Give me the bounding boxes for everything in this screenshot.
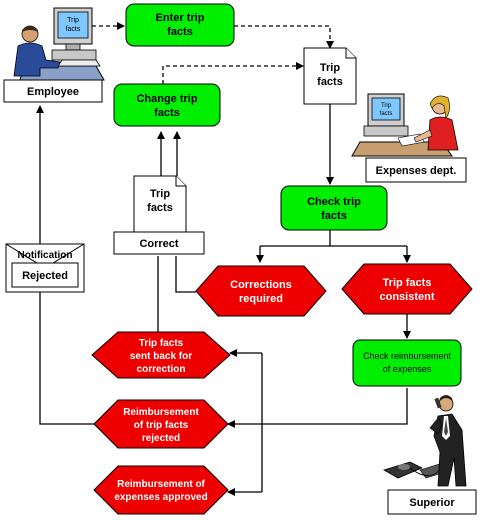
superior-box: Superior [387,489,477,515]
edge-enter-to-doc [234,25,334,49]
sentback-line-3: correction [137,364,186,375]
check-line-1: Check trip [307,196,361,208]
employee-screen-line-2: facts [66,26,81,33]
notification-label: Notification [18,250,73,261]
event-corrections-required: Corrections required [195,265,327,317]
correct-box: Correct [113,231,205,255]
doc-left-line-1: Trip [150,188,170,200]
node-enter-trip-facts: Enter trip facts [125,3,235,47]
event-trip-facts-sent-back: Trip facts sent back for correction [91,331,231,379]
change-line-1: Change trip [136,93,197,105]
employee-label: Employee [27,86,79,98]
node-check-reimbursement: Check reimbursement of expenses [352,339,462,387]
notification-envelope: Notification Rejected [5,243,85,293]
expenses-dept-label: Expenses dept. [376,165,457,177]
superior-label: Superior [409,497,455,509]
expenses-dept-box: Expenses dept. [365,157,467,183]
employee-box: Employee [3,79,103,103]
employee-screen-line-1: Trip [67,17,79,24]
corrections-line-2: required [239,293,283,305]
reimb-line-1: Check reimbursement [363,351,452,361]
node-change-trip-facts: Change trip facts [113,83,221,127]
check-line-2: facts [321,210,347,222]
edge-check-split [260,230,407,247]
node-check-trip-facts: Check trip facts [280,185,388,231]
edge-corrections-to-correct [175,256,196,293]
event-trip-facts-consistent: Trip facts consistent [341,263,473,315]
corrections-line-1: Corrections [230,279,292,291]
rejected-line-1: Reimbursement [123,407,199,418]
rejected-line-3: rejected [142,433,180,444]
businessman-phone-icon [382,395,467,487]
sentback-line-2: sent back for [130,351,192,362]
approved-line-1: Reimbursement of [117,479,205,490]
reimb-line-2: of expenses [383,364,432,374]
expenses-screen-line-1: Trip [381,103,392,109]
consistent-line-2: consistent [379,291,434,303]
event-reimbursement-rejected: Reimbursement of trip facts rejected [93,399,229,449]
event-reimbursement-approved: Reimbursement of expenses approved [93,465,229,515]
person-at-computer-icon: Trip facts [13,7,105,81]
rejected-line-2: of trip facts [134,420,189,431]
edge-reimb-to-rejected [227,388,408,428]
document-trip-facts-left: Trip facts [133,175,187,233]
expenses-screen-line-2: facts [380,111,393,117]
approved-line-2: expenses approved [114,492,207,503]
enter-line-1: Enter trip [156,12,205,24]
edge-rejected-to-notification [39,292,94,425]
edge-change-to-doc [162,62,304,84]
document-trip-facts-top: Trip facts [303,47,357,105]
sentback-line-1: Trip facts [139,338,184,349]
consistent-line-1: Trip facts [383,277,432,289]
doc-top-line-2: facts [317,76,343,88]
correct-label: Correct [139,238,178,250]
doc-top-line-1: Trip [320,62,340,74]
change-line-2: facts [154,107,180,119]
rejected-label: Rejected [22,270,68,282]
connectors [36,22,411,496]
doc-left-line-2: facts [147,202,173,214]
woman-at-computer-icon: Trip facts [351,93,459,157]
enter-line-2: facts [167,26,193,38]
